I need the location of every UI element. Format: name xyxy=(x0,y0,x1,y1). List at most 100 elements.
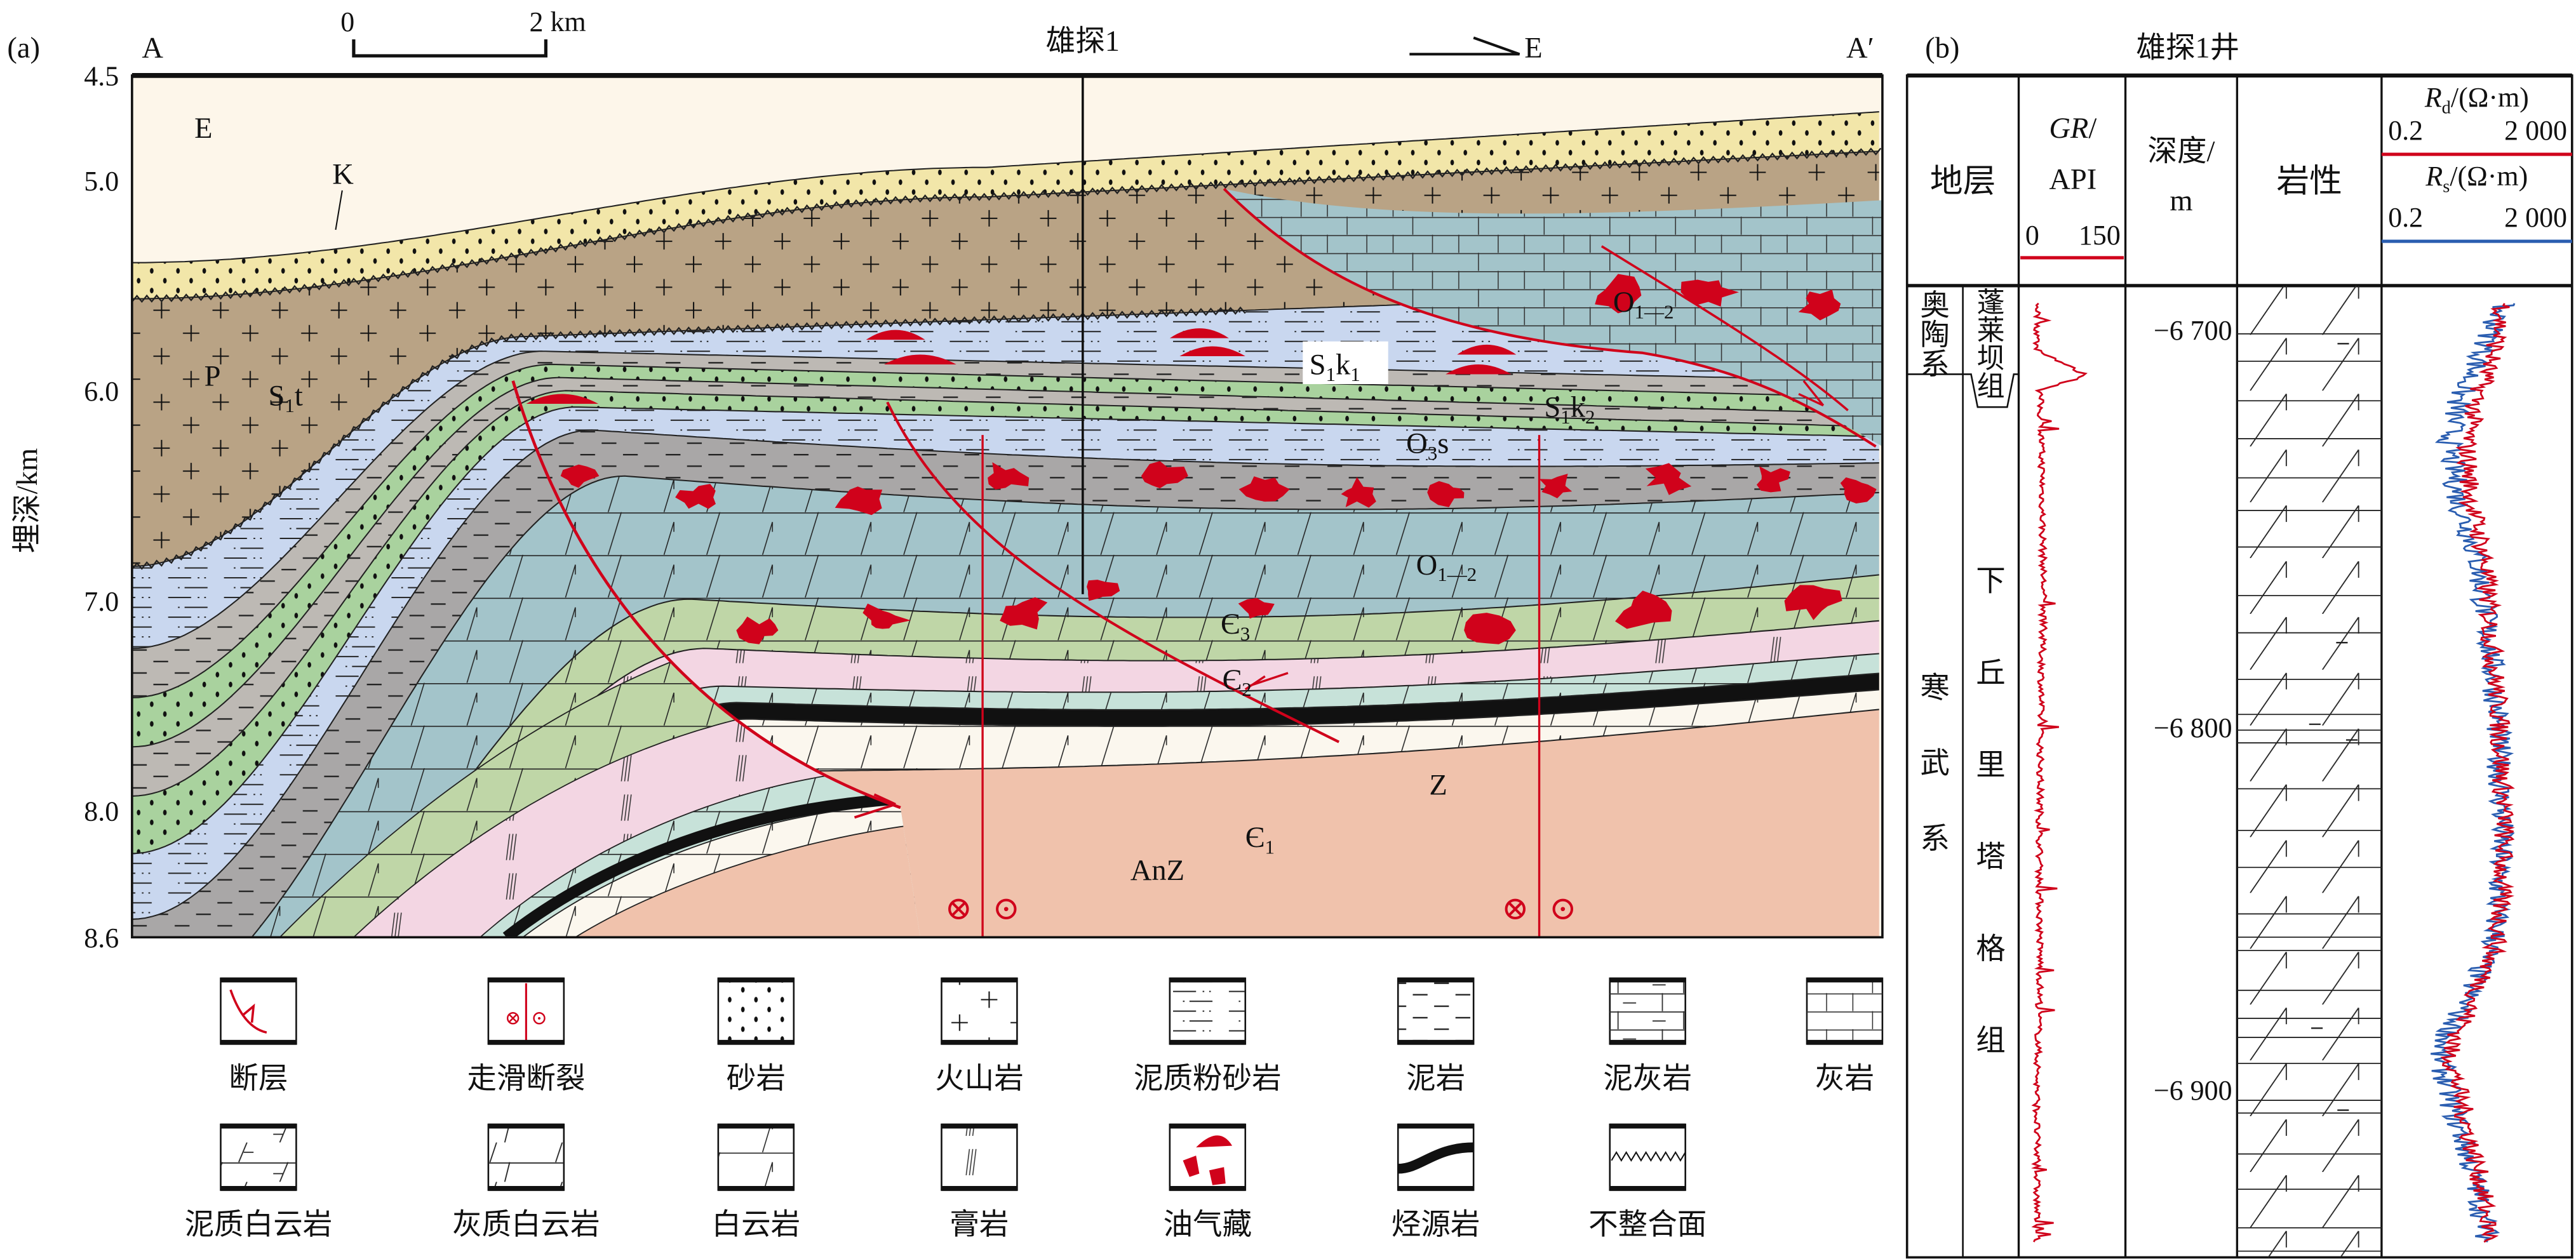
legend-label: 油气藏 xyxy=(1164,1209,1252,1241)
layer-S1k-mudstone-pattern xyxy=(131,351,1879,698)
right-block-pattern xyxy=(1224,189,1882,447)
legend-label: 膏岩 xyxy=(949,1209,1009,1241)
well-log-title: 雄探1井 xyxy=(2136,32,2239,64)
panel-a-cross-section: (a) A A′ 0 2 km 雄探1 E 埋深/km 4.5 5.0 6.0 … xyxy=(7,6,1884,954)
legend-item: 泥灰岩 xyxy=(1603,977,1692,1095)
legend-label: 泥灰岩 xyxy=(1603,1063,1692,1095)
layer-boundary xyxy=(131,390,1879,797)
oil-gas-lens-icon xyxy=(883,354,956,364)
oil-gas-reservoir-icon xyxy=(1539,474,1573,498)
layer-S1k-sandstone-pattern xyxy=(131,364,1879,747)
rd-curve xyxy=(2440,303,2515,1243)
fault-motion-arrow-icon xyxy=(1244,672,1289,691)
dolomite-icon xyxy=(717,1123,795,1191)
layer-K-pattern xyxy=(131,112,1879,299)
legend-item: 膏岩 xyxy=(941,1123,1018,1241)
header-gr: GR/ xyxy=(2049,112,2096,145)
hanging-wall-right-block xyxy=(1224,189,1882,447)
unit-label-P: P xyxy=(205,361,221,393)
gypsum-icon xyxy=(941,1123,1018,1191)
depth-tick-label: −6 900 xyxy=(2154,1075,2232,1106)
layer-boundary xyxy=(131,363,1879,698)
oil-gas-reservoir-icon xyxy=(1000,597,1048,630)
out-of-page-icon: ⊙ xyxy=(1549,891,1576,927)
oil-gas-reservoir-icon xyxy=(1169,1123,1247,1191)
header-rd: Rd/(Ω·m) xyxy=(2424,82,2529,117)
reverse-fault xyxy=(886,401,1340,743)
mudstone-icon xyxy=(1397,977,1475,1045)
layer-C1-pattern xyxy=(425,653,1879,938)
layer-S1k-mudstone-pattern xyxy=(131,377,1879,796)
legend-label: 灰质白云岩 xyxy=(452,1209,600,1241)
direction-arrow-icon xyxy=(1409,36,1520,56)
y-tick-label: 8.6 xyxy=(84,923,119,954)
panel-b-label: (b) xyxy=(1925,32,1959,64)
oil-gas-reservoir-icon xyxy=(560,464,600,488)
y-axis-title: 埋深/km xyxy=(11,448,44,553)
legend-label: 泥岩 xyxy=(1406,1063,1465,1095)
oil-gas-reservoir-icon xyxy=(1645,463,1692,495)
oil-gas-reservoir-icon xyxy=(1464,613,1516,644)
strata-layers xyxy=(131,111,1882,938)
calcareous-dolomite-icon xyxy=(487,1123,565,1191)
volcanic-rock-icon xyxy=(941,977,1018,1045)
oil-gas-reservoir-icon xyxy=(988,462,1030,490)
sandstone-icon xyxy=(717,977,795,1045)
oil-gas-reservoir-icon xyxy=(1341,477,1376,508)
legend-label: 断层 xyxy=(229,1063,288,1095)
layer-boundary xyxy=(131,376,1879,748)
oil-gas-lens-icon xyxy=(1179,346,1245,357)
layer-boundary xyxy=(463,689,1879,938)
log-curves xyxy=(2031,302,2516,1243)
layer-C2-pattern xyxy=(389,620,1879,938)
y-tick-label: 5.0 xyxy=(84,166,119,197)
panel-a-label: (a) xyxy=(7,32,40,64)
layer-C3-pattern xyxy=(352,575,1879,938)
fault-motion-arrow-icon xyxy=(1798,380,1825,407)
depth-column: −6 700 −6 800 −6 900 xyxy=(2154,315,2232,1106)
formation-penglaiba: 蓬莱坝组 xyxy=(1977,287,2005,402)
header-rs: Rs/(Ω·m) xyxy=(2425,161,2528,196)
oil-gas-lens-icon xyxy=(866,330,925,340)
layer-boundary xyxy=(507,709,1879,938)
unit-label-S1k1: S1k1 xyxy=(1310,349,1360,385)
y-tick-label: 7.0 xyxy=(84,586,119,617)
header-lithology: 岩性 xyxy=(2276,163,2342,199)
unit-labels: E K P S1t S1k1 S1k2 O3s O1—2 O1—2 Є3 Є2 … xyxy=(194,112,1674,887)
formation-xiaqiulitage: 下丘里塔格组 xyxy=(1976,566,2006,1058)
unit-label-S1k2: S1k2 xyxy=(1544,392,1595,428)
layer-boundary xyxy=(131,429,1879,920)
upper-fault xyxy=(1223,187,1877,448)
oil-gas-reservoir-icon xyxy=(1784,585,1842,620)
legend-label: 泥质粉砂岩 xyxy=(1134,1063,1282,1095)
oil-gas-reservoir-icon xyxy=(1615,590,1672,629)
well-name-label: 雄探1 xyxy=(1046,25,1120,58)
oil-gas-reservoir-icon xyxy=(1798,290,1841,321)
scale-end-label: 2 km xyxy=(530,6,586,37)
unconformity-line xyxy=(131,147,1882,303)
argillaceous-dolomite-icon xyxy=(220,1123,297,1191)
scale-bar-line xyxy=(352,39,547,58)
layer-boundary xyxy=(424,653,1879,938)
oil-gas-lens-icon xyxy=(1446,364,1512,375)
legend-item: ⊗⊙走滑断裂 xyxy=(467,977,585,1095)
legend-item: 泥质粉砂岩 xyxy=(1134,977,1282,1095)
marl-icon xyxy=(1609,977,1686,1045)
header-gr-unit: API xyxy=(2049,163,2096,196)
strike-slip-symbols: ⊗ ⊙ ⊗ ⊙ xyxy=(945,891,1577,927)
oil-gas-reservoir-icon xyxy=(675,484,716,509)
direction-indicator: E xyxy=(1409,32,1543,64)
layer-boundary xyxy=(131,406,1879,855)
into-page-icon: ⊗ xyxy=(945,891,972,927)
log-headers: 地层 GR/ API 0 150 深度/ m 岩性 Rd/(Ω·m) 0.2 2… xyxy=(1930,82,2572,260)
layer-O3s-pattern xyxy=(131,430,1879,938)
oil-gas-reservoir-icon xyxy=(736,616,779,644)
oil-gas-lens-icon xyxy=(1457,344,1517,355)
source-rock-icon xyxy=(1397,1123,1475,1191)
scale-bar: 0 2 km xyxy=(340,6,586,58)
layer-boundary xyxy=(131,111,1879,263)
upper-fault-splay xyxy=(1600,245,1849,411)
main-thrust-fault xyxy=(511,380,901,809)
faults xyxy=(511,187,1877,938)
